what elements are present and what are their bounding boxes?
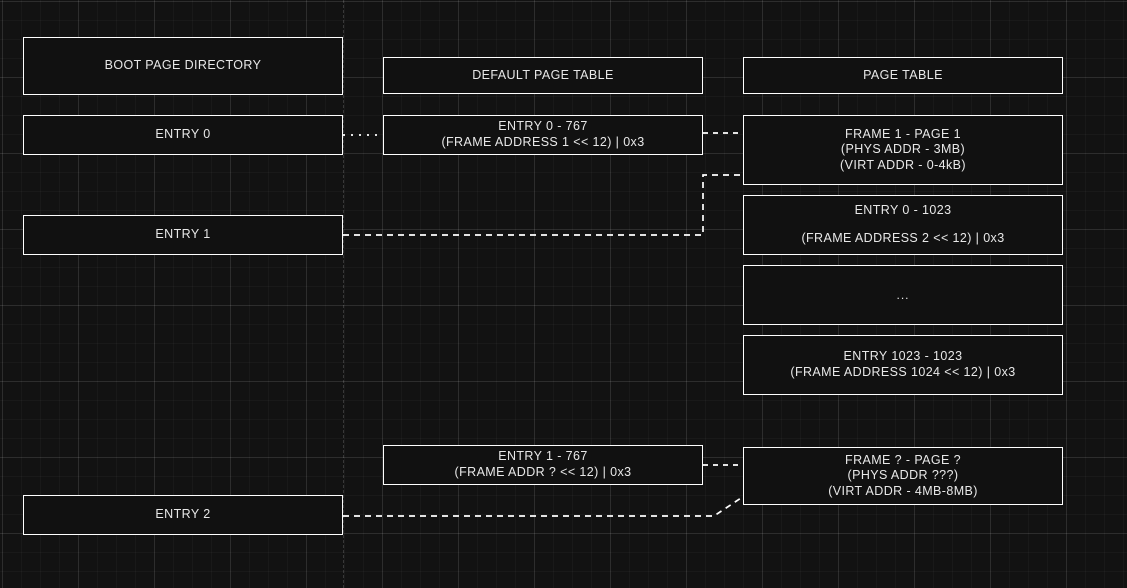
- node-text-line: PAGE TABLE: [863, 67, 943, 82]
- node-text-line: ENTRY 1: [155, 227, 211, 242]
- node-text-line: BOOT PAGE DIRECTORY: [104, 58, 262, 73]
- node-text-line: ...: [896, 287, 910, 302]
- node-text-line: (PHYS ADDR ???): [847, 468, 959, 483]
- page-table-frame-unknown-page-unknown[interactable]: FRAME ? - PAGE ?(PHYS ADDR ???)(VIRT ADD…: [743, 447, 1063, 505]
- node-text-line: (VIRT ADDR - 4MB-8MB): [828, 483, 978, 498]
- page-table-header[interactable]: PAGE TABLE: [743, 57, 1063, 94]
- node-text-line: ENTRY 0: [155, 127, 211, 142]
- node-text-line: ENTRY 2: [155, 507, 211, 522]
- node-text-line: ENTRY 1 - 767: [498, 449, 588, 464]
- node-text-line: FRAME 1 - PAGE 1: [845, 126, 961, 141]
- node-text-line: (FRAME ADDRESS 1024 << 12) | 0x3: [790, 365, 1016, 379]
- page-table-entry-1023-1023[interactable]: ENTRY 1023 - 1023(FRAME ADDRESS 1024 << …: [743, 335, 1063, 395]
- boot-page-directory-entry-1[interactable]: ENTRY 1: [23, 215, 343, 255]
- node-text-line: DEFAULT PAGE TABLE: [472, 67, 614, 82]
- default-page-table-entry-0-767[interactable]: ENTRY 0 - 767(FRAME ADDRESS 1 << 12) | 0…: [383, 115, 703, 155]
- link-bpd-entry-1-to-page-table: [343, 174, 743, 236]
- page-table-frame-1-page-1[interactable]: FRAME 1 - PAGE 1(PHYS ADDR - 3MB)(VIRT A…: [743, 115, 1063, 185]
- node-text-line: (VIRT ADDR - 0-4kB): [840, 157, 966, 172]
- node-text-line: ENTRY 0 - 1023: [854, 203, 952, 218]
- default-page-table-header[interactable]: DEFAULT PAGE TABLE: [383, 57, 703, 94]
- boot-page-directory-header[interactable]: BOOT PAGE DIRECTORY: [23, 37, 343, 95]
- default-page-table-entry-1-767[interactable]: ENTRY 1 - 767(FRAME ADDR ? << 12) | 0x3: [383, 445, 703, 485]
- link-bpd-entry-2-to-frame-unknown: [343, 495, 745, 517]
- page-table-entry-0-1023[interactable]: ENTRY 0 - 1023 (FRAME ADDRESS 2 << 12) | …: [743, 195, 1063, 255]
- node-text-line: FRAME ? - PAGE ?: [845, 452, 961, 467]
- node-text-line: ENTRY 0 - 767: [498, 119, 588, 134]
- node-text-line: ENTRY 1023 - 1023: [843, 349, 963, 364]
- node-text-line: (FRAME ADDR ? << 12) | 0x3: [454, 465, 632, 479]
- page-table-ellipsis[interactable]: ...: [743, 265, 1063, 325]
- vertical-guide-line: [343, 0, 344, 588]
- node-text-line: (FRAME ADDRESS 1 << 12) | 0x3: [441, 135, 645, 149]
- node-text-line: (PHYS ADDR - 3MB): [840, 142, 966, 157]
- node-text-line: (FRAME ADDRESS 2 << 12) | 0x3: [801, 231, 1005, 245]
- boot-page-directory-entry-0[interactable]: ENTRY 0: [23, 115, 343, 155]
- boot-page-directory-entry-2[interactable]: ENTRY 2: [23, 495, 343, 535]
